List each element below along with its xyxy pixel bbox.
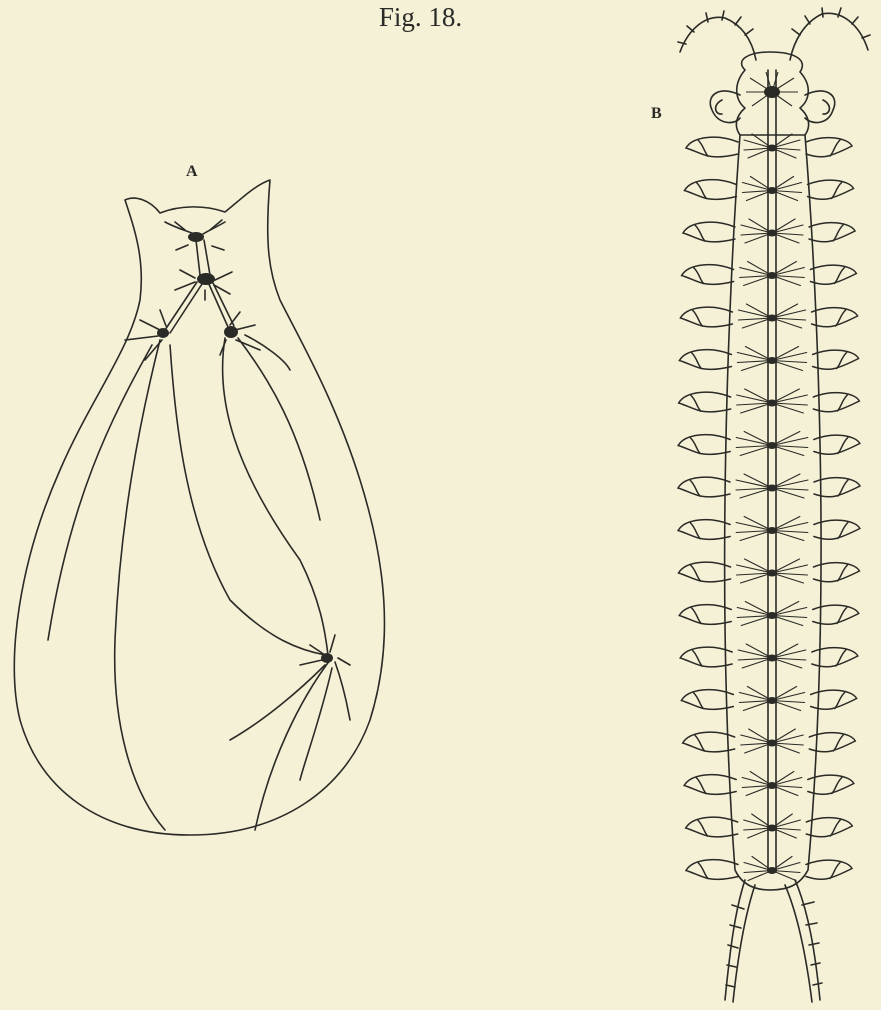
ganglion-b	[767, 400, 777, 407]
leg-left	[679, 350, 731, 370]
leg-right	[812, 648, 858, 667]
ganglion-b	[767, 570, 777, 577]
leg-right	[808, 180, 854, 199]
cercus-right	[795, 880, 820, 1000]
body-outline-left	[725, 135, 770, 890]
leg-right	[810, 265, 856, 284]
ganglion-b	[767, 357, 777, 364]
body-outline-right	[770, 135, 821, 890]
ganglion-b	[767, 527, 777, 534]
leg-right	[812, 308, 858, 327]
leg-left	[679, 605, 731, 625]
ganglion-b	[767, 272, 777, 279]
ganglion-b	[767, 145, 777, 152]
leg-right	[813, 350, 859, 369]
leg-left	[683, 222, 735, 242]
leg-right	[806, 138, 852, 157]
leg-left	[684, 180, 736, 200]
leg-right	[813, 393, 859, 412]
ganglion-b	[767, 187, 777, 194]
leg-left	[686, 860, 738, 880]
ganglion-b	[767, 315, 777, 322]
leg-left	[679, 562, 731, 582]
leg-right	[806, 818, 852, 837]
leg-right	[809, 223, 855, 242]
leg-right	[806, 860, 852, 879]
antenna-left	[680, 17, 756, 60]
ganglion-b	[767, 655, 777, 662]
ganglion-b	[767, 782, 777, 789]
leg-left	[678, 435, 730, 455]
leg-left	[681, 690, 733, 710]
antenna-right	[790, 13, 868, 60]
ganglion-b	[767, 740, 777, 747]
leg-left	[678, 477, 730, 497]
leg-left	[682, 265, 734, 285]
ganglion-b	[767, 442, 777, 449]
leg-left	[679, 392, 731, 412]
leg-left	[680, 307, 732, 327]
leg-left	[686, 137, 738, 157]
leg-left	[683, 732, 735, 752]
ganglion-b	[767, 825, 777, 832]
leg-left	[678, 520, 730, 540]
ganglion-b	[767, 612, 777, 619]
ganglion-b-head	[764, 86, 780, 98]
leg-left	[684, 775, 736, 795]
leg-left	[686, 817, 738, 837]
leg-left	[680, 647, 732, 667]
ganglion-b	[767, 485, 777, 492]
ganglion-b	[767, 230, 777, 237]
ganglion-b	[767, 697, 777, 704]
ganglion-b	[767, 867, 777, 874]
